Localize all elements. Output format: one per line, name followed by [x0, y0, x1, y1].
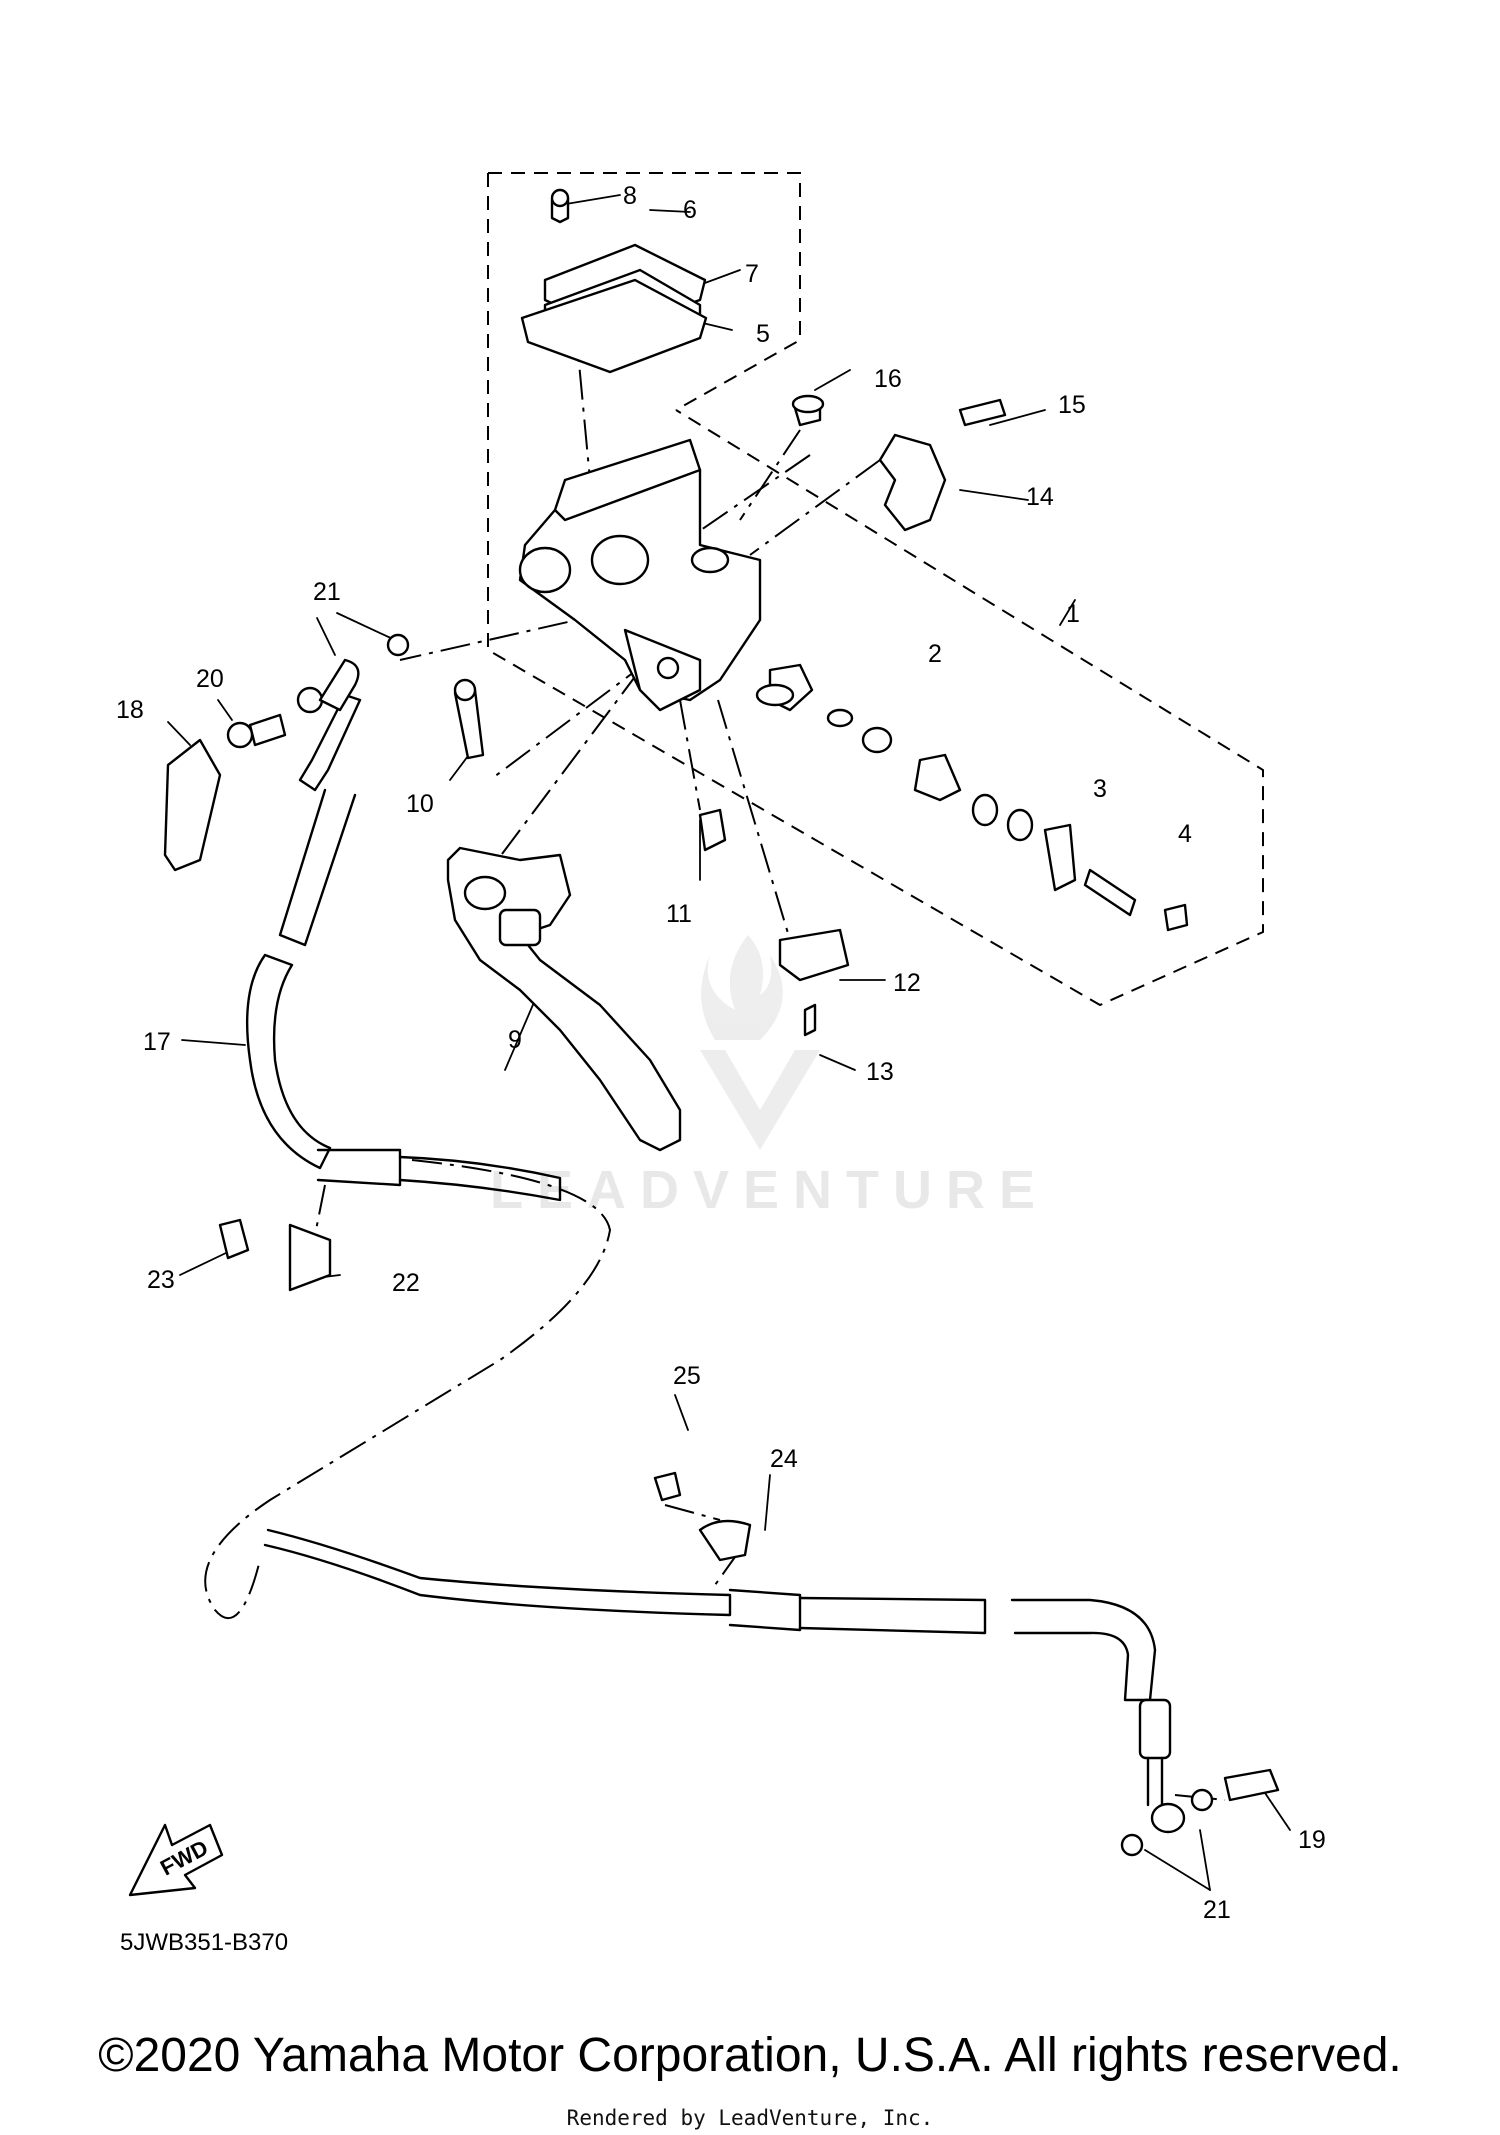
part-label-9: 9 [508, 1026, 522, 1054]
master-cylinder [518, 438, 762, 712]
part-label-7: 7 [745, 260, 759, 288]
reservoir-cover [520, 188, 708, 374]
part-label-16: 16 [874, 365, 902, 393]
part-labels: 1 2 3 4 5 6 7 8 9 10 11 12 13 14 15 16 1… [116, 182, 1326, 1924]
part-label-1: 1 [1066, 600, 1080, 628]
rendered-by-credit: Rendered by LeadVenture, Inc. [566, 2106, 934, 2130]
reference-code: 5JWB351-B370 [120, 1929, 288, 1956]
part-label-17: 17 [143, 1028, 171, 1056]
part-label-13: 13 [866, 1058, 894, 1086]
part-label-12: 12 [893, 969, 921, 997]
part-label-19: 19 [1298, 1826, 1326, 1854]
part-label-21-bottom: 21 [1203, 1896, 1231, 1924]
part-label-23: 23 [147, 1266, 175, 1294]
part-label-10: 10 [406, 790, 434, 818]
assembly-outline [487, 172, 1264, 1007]
part-label-21-top: 21 [313, 578, 341, 606]
part-label-14: 14 [1026, 483, 1054, 511]
part-label-24: 24 [770, 1445, 798, 1473]
part-label-4: 4 [1178, 820, 1192, 848]
brake-lever [446, 846, 682, 1152]
part-label-20: 20 [196, 665, 224, 693]
part-label-5: 5 [756, 320, 770, 348]
hose-route-line [204, 1159, 612, 1620]
leader-lines [167, 194, 1291, 1891]
part-label-11: 11 [666, 900, 692, 928]
part-label-8: 8 [623, 182, 637, 210]
part-label-22: 22 [392, 1269, 420, 1297]
fittings [163, 633, 1280, 1857]
copyright-notice: ©2020 Yamaha Motor Corporation, U.S.A. A… [98, 2029, 1402, 2082]
fwd-badge: FWD [128, 1823, 224, 1897]
part-label-18: 18 [116, 696, 144, 724]
part-label-6: 6 [683, 196, 697, 224]
part-label-2: 2 [928, 640, 942, 668]
part-label-3: 3 [1093, 775, 1107, 803]
watermark-text: LEADVENTURE [490, 1160, 1049, 1220]
part-label-25: 25 [673, 1362, 701, 1390]
part-label-15: 15 [1058, 391, 1086, 419]
watermark: LEADVENTURE [490, 935, 1049, 1220]
small-parts [453, 394, 1189, 1037]
brake-hose [245, 693, 1186, 1834]
